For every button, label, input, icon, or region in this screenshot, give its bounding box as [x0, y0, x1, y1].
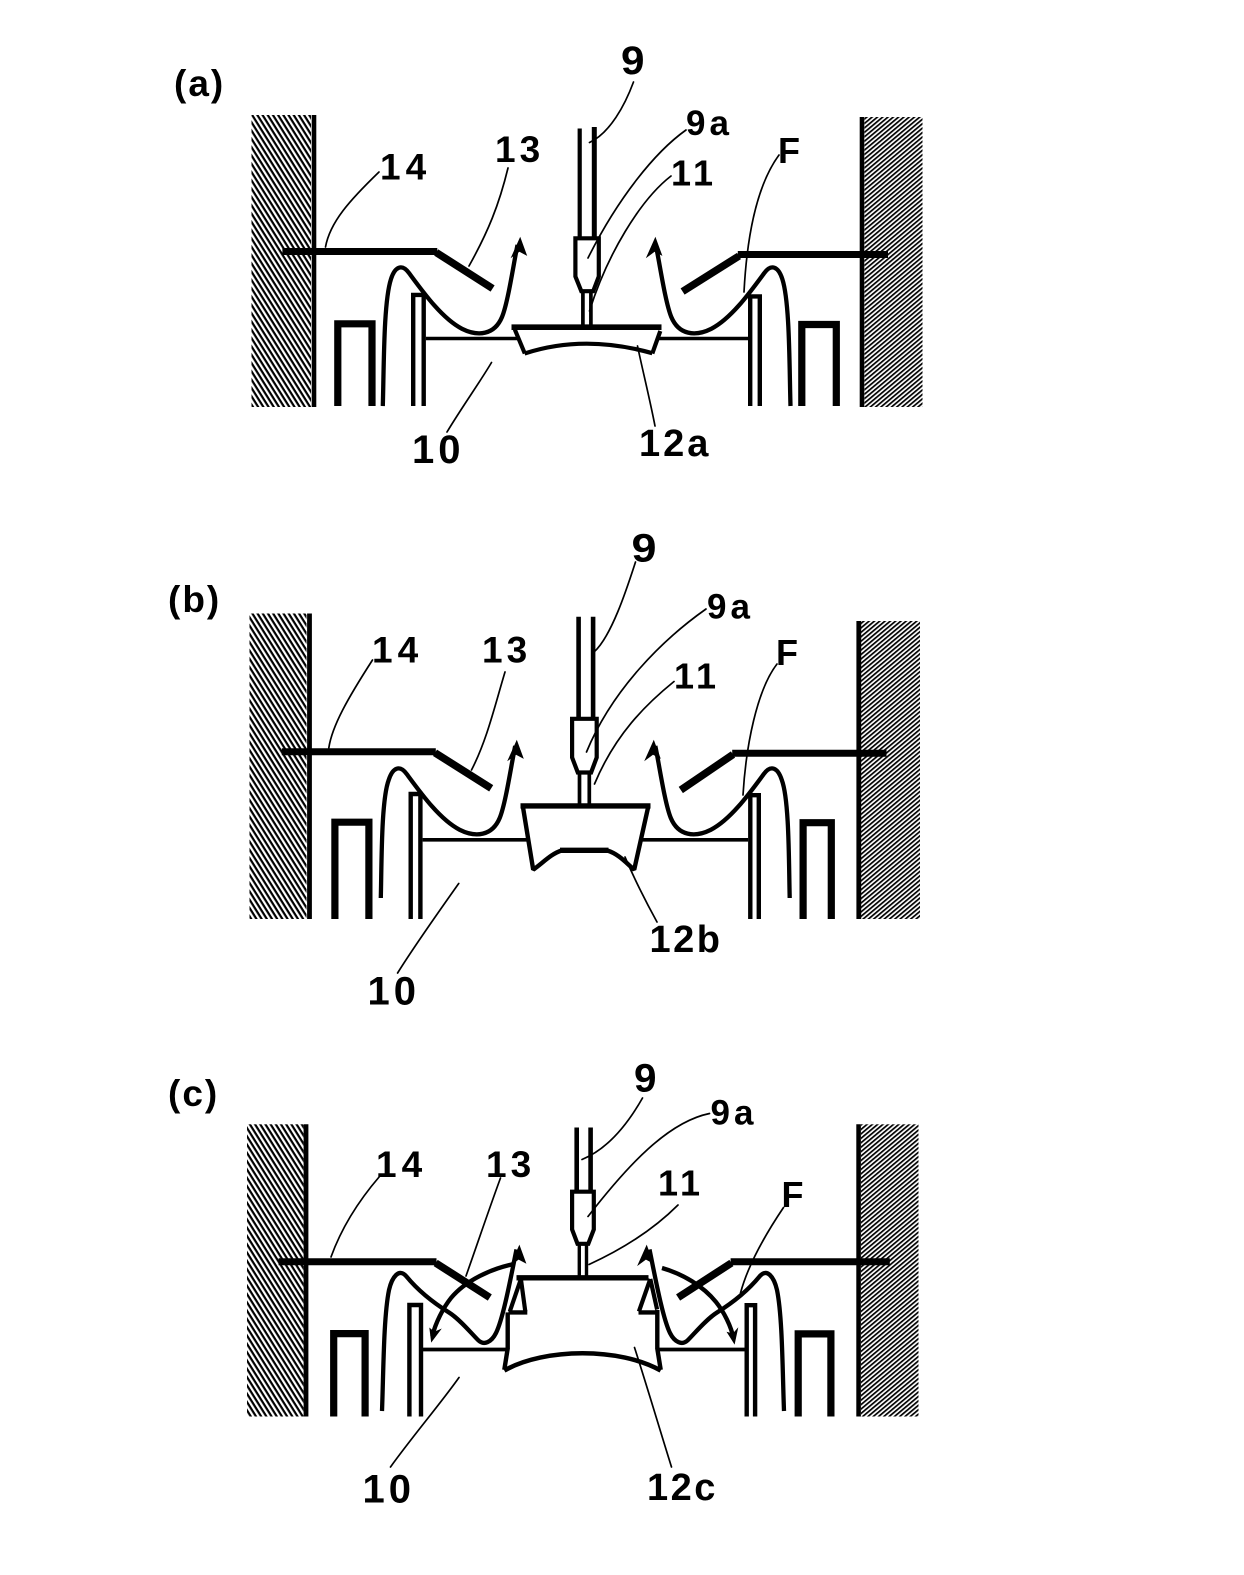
svg-text:F: F [776, 632, 798, 673]
svg-text:12a: 12a [639, 423, 711, 465]
svg-text:11: 11 [658, 1163, 704, 1204]
svg-text:14: 14 [372, 630, 423, 671]
svg-text:10: 10 [412, 428, 465, 472]
svg-text:9a: 9a [711, 1094, 758, 1133]
svg-text:11: 11 [674, 656, 720, 697]
svg-text:11: 11 [671, 153, 717, 194]
svg-text:14: 14 [376, 1144, 427, 1185]
svg-text:10: 10 [368, 970, 421, 1014]
svg-text:(b): (b) [168, 579, 221, 620]
svg-text:12c: 12c [647, 1467, 718, 1509]
svg-text:9a: 9a [707, 588, 754, 627]
svg-text:13: 13 [495, 129, 544, 170]
svg-text:9: 9 [621, 39, 645, 83]
svg-text:F: F [782, 1174, 804, 1215]
svg-text:(c): (c) [168, 1073, 219, 1114]
svg-text:9: 9 [634, 1057, 657, 1101]
svg-text:14: 14 [380, 147, 431, 188]
svg-text:13: 13 [486, 1144, 535, 1185]
svg-text:12b: 12b [650, 919, 723, 961]
svg-text:(a): (a) [174, 63, 225, 104]
svg-text:F: F [778, 130, 800, 171]
svg-text:9a: 9a [686, 104, 733, 143]
svg-text:13: 13 [482, 630, 531, 671]
svg-text:10: 10 [363, 1468, 416, 1512]
